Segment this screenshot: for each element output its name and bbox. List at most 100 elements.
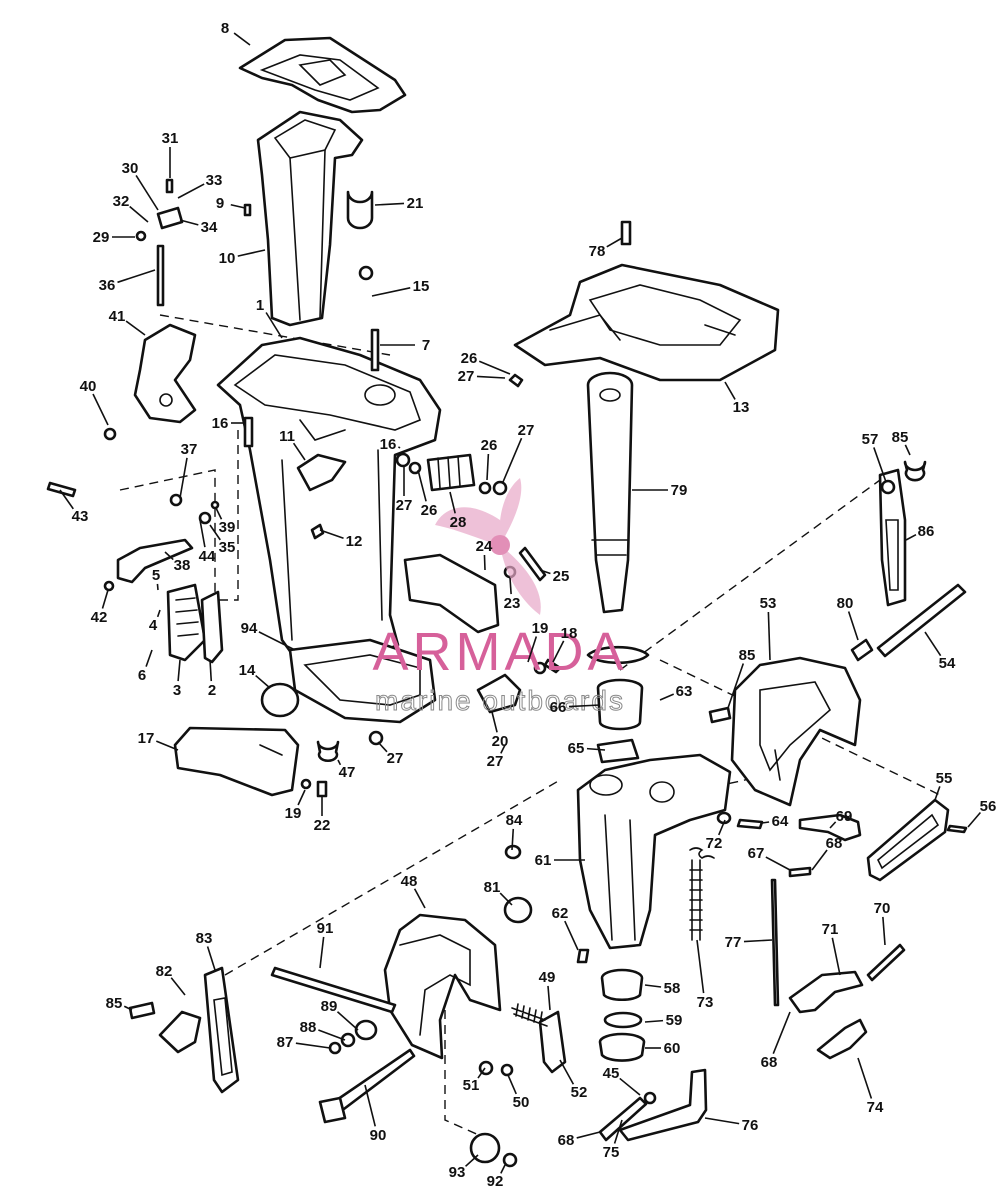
- callout-leader-67: [765, 856, 791, 871]
- link-plate-left: [158, 1010, 202, 1054]
- callout-85: 85: [892, 429, 909, 446]
- callout-leader-77: [743, 939, 773, 943]
- watermark-brand: ARMADA: [372, 622, 627, 682]
- callout-leader-59: [644, 1019, 664, 1023]
- callout-leader-13: [724, 381, 736, 400]
- callout-leader-6: [145, 649, 153, 667]
- callout-leader-71: [831, 937, 841, 976]
- reverse-lock-link: [618, 1068, 708, 1142]
- callout-88: 88: [300, 1019, 317, 1036]
- callout-leader-9: [230, 203, 246, 209]
- callout-leader-16: [397, 446, 401, 449]
- callout-leader-63: [659, 693, 675, 701]
- callout-leader-10: [237, 249, 266, 257]
- callout-7: 7: [422, 337, 430, 354]
- pin-short: [866, 943, 906, 982]
- swivel-bracket: [576, 753, 732, 950]
- callout-27: 27: [487, 753, 504, 770]
- callout-27: 27: [518, 422, 535, 439]
- callout-89: 89: [321, 998, 338, 1015]
- callout-68: 68: [761, 1054, 778, 1071]
- callout-10: 10: [219, 250, 236, 267]
- callout-80: 80: [837, 595, 854, 612]
- callout-62: 62: [552, 905, 569, 922]
- callout-leader-27: [476, 375, 506, 379]
- callout-labels: 1234567891011121314151616171819192021222…: [72, 20, 997, 1190]
- callout-leader-83: [206, 946, 216, 971]
- callout-leader-27: [377, 741, 388, 753]
- swivel-bracket-top: [513, 263, 780, 382]
- callout-leader-89: [336, 1011, 359, 1031]
- callout-83: 83: [196, 930, 213, 947]
- callout-leader-84: [511, 828, 515, 851]
- rear-mount: [260, 682, 300, 718]
- callout-leader-72: [718, 819, 726, 836]
- callout-leader-39: [215, 507, 223, 520]
- callout-30: 30: [122, 160, 139, 177]
- callout-22: 22: [314, 817, 331, 834]
- callout-52: 52: [571, 1084, 588, 1101]
- callout-13: 13: [733, 399, 750, 416]
- callout-9: 9: [216, 195, 224, 212]
- callout-85: 85: [106, 995, 123, 1012]
- lever-cover: [200, 590, 224, 664]
- callout-33: 33: [206, 172, 223, 189]
- callout-2: 2: [208, 682, 216, 699]
- callout-leader-58: [644, 984, 662, 988]
- callout-leader-8: [233, 32, 251, 46]
- callout-leader-23: [509, 577, 512, 595]
- gasket: [238, 36, 407, 114]
- callout-53: 53: [760, 595, 777, 612]
- callout-26: 26: [461, 350, 478, 367]
- callout-leader-78: [606, 237, 623, 248]
- return-spring: [689, 847, 715, 941]
- callout-44: 44: [199, 548, 216, 565]
- reverse-lock-shaft: [116, 538, 194, 584]
- callout-leader-11: [292, 442, 306, 461]
- clamp-bracket-right: [730, 656, 862, 807]
- callout-leader-24: [483, 554, 486, 571]
- callout-86: 86: [918, 523, 935, 540]
- callout-leader-68: [576, 1131, 601, 1139]
- callout-25: 25: [553, 568, 570, 585]
- callout-78: 78: [589, 243, 606, 260]
- callout-49: 49: [539, 969, 556, 986]
- callout-leader-26: [486, 453, 490, 481]
- callout-leader-91: [319, 936, 325, 969]
- callout-5: 5: [152, 567, 160, 584]
- callout-leader-33: [177, 183, 205, 199]
- callout-17: 17: [138, 730, 155, 747]
- callout-14: 14: [239, 662, 256, 679]
- bushing: [596, 678, 644, 731]
- callout-71: 71: [822, 921, 839, 938]
- callout-48: 48: [401, 873, 418, 890]
- callout-41: 41: [109, 308, 126, 325]
- callout-18: 18: [561, 625, 578, 642]
- callout-77: 77: [725, 934, 742, 951]
- callout-93: 93: [449, 1164, 466, 1181]
- callout-leader-36: [117, 269, 156, 284]
- callout-leader-15: [371, 287, 411, 297]
- callout-leader-86: [905, 533, 917, 541]
- fasteners: [46, 178, 968, 1168]
- callout-6: 6: [138, 667, 146, 684]
- callout-57: 57: [862, 431, 879, 448]
- callout-leader-82: [170, 977, 186, 996]
- bushing-lower: [598, 1032, 646, 1062]
- callout-leader-51: [477, 1067, 486, 1079]
- rubber-mount: [426, 453, 476, 492]
- callout-74: 74: [867, 1099, 884, 1116]
- callout-leader-85: [123, 1005, 133, 1011]
- callout-20: 20: [492, 733, 509, 750]
- exhaust-seal: [296, 453, 347, 492]
- callout-50: 50: [513, 1094, 530, 1111]
- callout-leader-27: [500, 744, 506, 754]
- callout-leader-42: [101, 589, 109, 609]
- callout-27: 27: [458, 368, 475, 385]
- callout-leader-64: [761, 821, 770, 824]
- callout-85: 85: [739, 647, 756, 664]
- callout-leader-81: [499, 892, 513, 906]
- callout-leader-19: [527, 636, 538, 663]
- steering-shaft: [586, 371, 634, 614]
